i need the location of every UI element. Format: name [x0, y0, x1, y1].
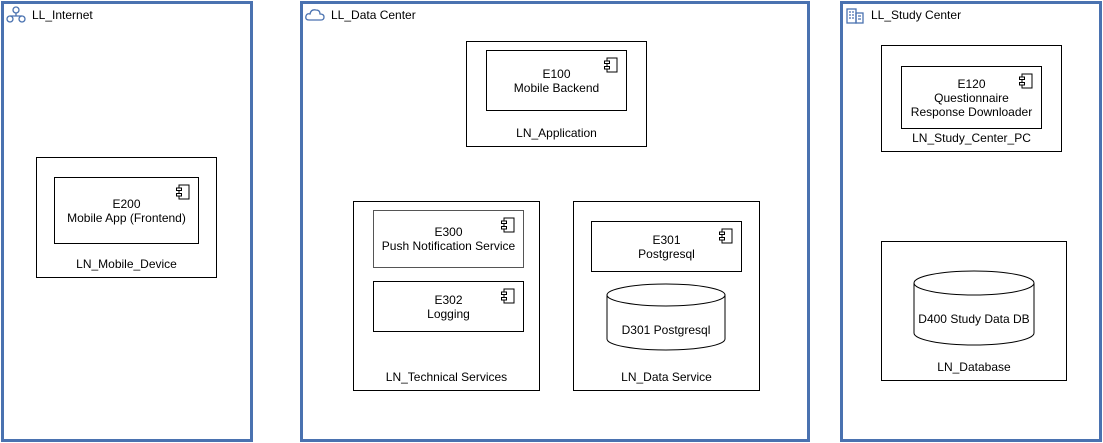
component-id: E302 [434, 292, 463, 307]
component-name: Push Notification Service [381, 239, 516, 253]
component-name: Mobile App (Frontend) [67, 210, 186, 225]
node-label-study-center-pc: LN_Study_Center_PC [912, 131, 1031, 145]
component-e200: E200 Mobile App (Frontend) [54, 177, 199, 244]
cloud-icon [305, 9, 325, 21]
component-e100: E100 Mobile Backend [486, 50, 627, 111]
database-d301: D301 Postgresql [606, 283, 726, 351]
component-id: E200 [112, 196, 141, 211]
network-icon [6, 6, 26, 23]
component-name: Postgresql [638, 246, 695, 261]
component-icon [604, 57, 618, 73]
node-label-application: LN_Application [516, 126, 597, 140]
component-icon [719, 228, 733, 244]
node-label-mobile-device: LN_Mobile_Device [76, 257, 177, 271]
component-e301: E301 Postgresql [591, 221, 742, 272]
node-label-data-service: LN_Data Service [621, 370, 712, 384]
database-cylinder-icon [913, 270, 1035, 346]
component-icon [501, 217, 515, 233]
component-e300: E300 Push Notification Service [373, 210, 524, 268]
component-name: Logging [427, 306, 470, 321]
lane-title-internet: LL_Internet [32, 8, 93, 22]
database-d400: D400 Study Data DB [913, 270, 1035, 346]
database-label: D400 Study Data DB [918, 312, 1030, 326]
database-label: D301 Postgresql [621, 323, 711, 337]
component-e302: E302 Logging [373, 281, 524, 332]
component-icon [1019, 73, 1033, 89]
component-id: E300 [434, 225, 463, 239]
component-id: E301 [652, 232, 681, 247]
database-cylinder-icon [606, 283, 726, 351]
component-name-line2: Response Downloader [910, 104, 1033, 119]
component-e120: E120 Questionnaire Response Downloader [901, 66, 1042, 129]
component-id: E120 [957, 76, 986, 91]
lane-title-datacenter: LL_Data Center [331, 8, 416, 22]
lane-title-studycenter: LL_Study Center [871, 8, 962, 22]
node-label-database: LN_Database [937, 360, 1011, 374]
component-name: Mobile Backend [513, 80, 600, 95]
component-icon [501, 288, 515, 304]
building-icon [846, 8, 864, 24]
component-id: E100 [542, 66, 571, 81]
node-label-technical-services: LN_Technical Services [385, 370, 508, 384]
component-name-line1: Questionnaire [934, 90, 1009, 105]
component-icon [176, 184, 190, 200]
